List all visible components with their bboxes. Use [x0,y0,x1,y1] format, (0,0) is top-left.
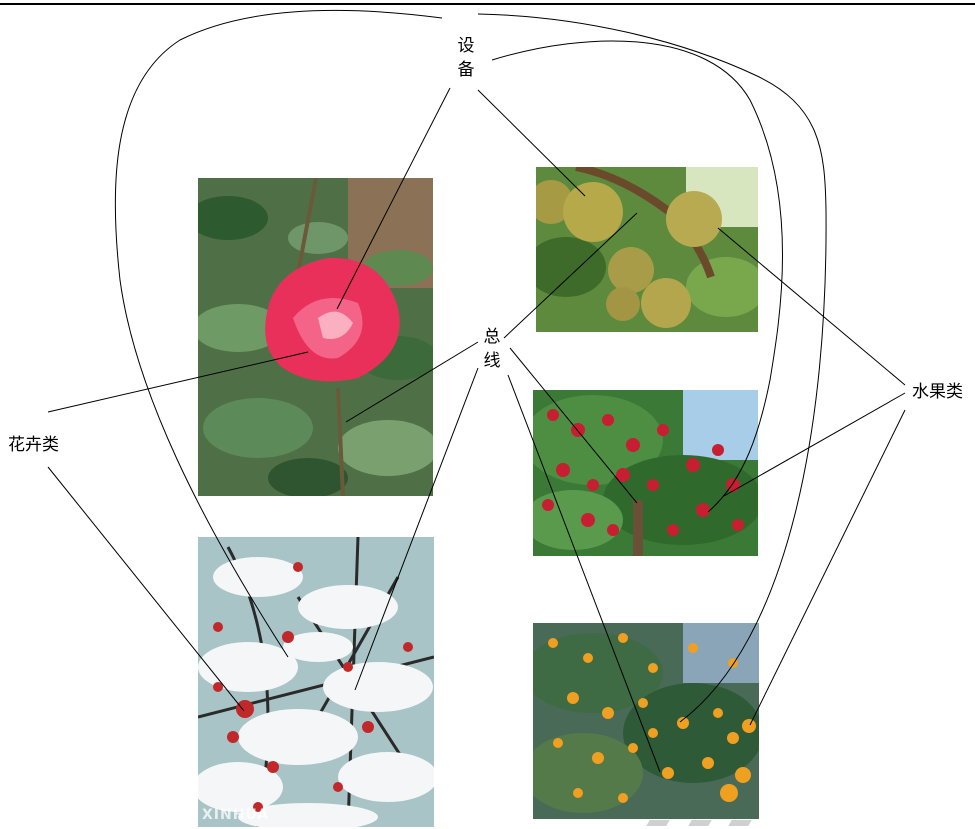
curve-device-apple [492,41,783,512]
line-bus-rose [346,342,478,422]
line-fruits-pear [718,228,905,385]
flowers-label: 花卉类 [8,433,59,457]
curve-device-plum [115,10,442,657]
bus-label: 总线 [482,325,502,373]
line-bus-apple [510,348,637,503]
line-flowers-plum [48,467,244,711]
curve-device-orange [478,14,826,722]
fruits-label: 水果类 [912,380,963,404]
line-bus-plum [355,368,478,690]
line-device-rose [337,88,450,309]
line-bus-pear [504,213,637,338]
device-label: 设备 [456,34,476,82]
line-flowers-rose [48,352,308,412]
line-fruits-orange [750,410,905,725]
line-device-pear [478,90,585,196]
line-bus-orange [508,375,660,772]
